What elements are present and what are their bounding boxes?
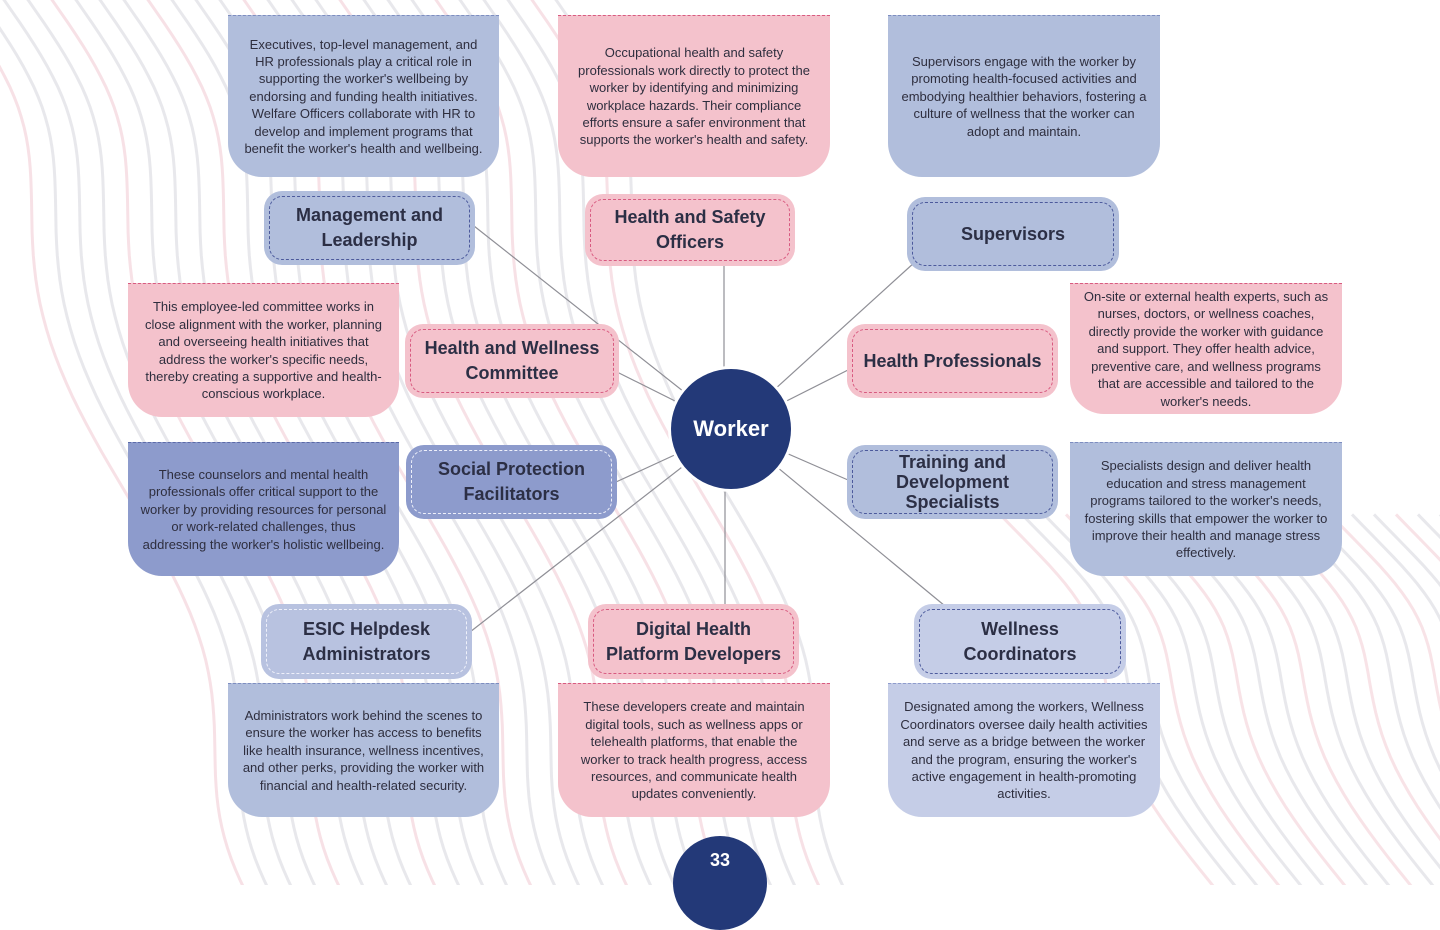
wave-line-right — [1174, 513, 1391, 885]
wave-line-right — [1284, 513, 1440, 810]
health-professionals-description: On-site or external health experts, such… — [1070, 283, 1342, 414]
wave-line-right — [1240, 513, 1440, 870]
esic-description: Administrators work behind the scenes to… — [228, 683, 499, 817]
role-supervisors: Supervisors — [907, 197, 1119, 271]
wave-line-right — [1350, 513, 1440, 623]
wave-line-right — [1328, 513, 1440, 712]
committee-description: This employee-led committee works in clo… — [128, 283, 399, 417]
wellness-description: Designated among the workers, Wellness C… — [888, 683, 1160, 817]
supervisors-description: Supervisors engage with the worker by pr… — [888, 15, 1160, 177]
page-number: 33 — [673, 836, 767, 930]
role-esic-helpdesk-administrators: ESIC Helpdesk Administrators — [261, 604, 472, 679]
health-safety-description: Occupational health and safety professio… — [558, 15, 830, 177]
role-wellness-coordinators: Wellness Coordinators — [914, 604, 1126, 679]
management-description: Executives, top-level management, and HR… — [228, 15, 499, 177]
wave-line-right — [1306, 513, 1440, 773]
role-training-and-development-specialists: Training and Development Specialists — [847, 445, 1058, 519]
wave-line-right — [1372, 513, 1440, 588]
wave-line-right — [1086, 513, 1303, 885]
role-management-and-leadership: Management and Leadership — [264, 191, 475, 265]
wave-line-right — [1218, 513, 1435, 885]
wave-line-right — [1130, 513, 1347, 885]
training-description: Specialists design and deliver health ed… — [1070, 442, 1342, 576]
worker-center-circle: Worker — [671, 369, 791, 489]
digital-description: These developers create and maintain dig… — [558, 683, 830, 817]
social-protection-description: These counselors and mental health profe… — [128, 442, 399, 576]
wave-line-right — [1064, 513, 1281, 885]
wave-line-right — [1262, 513, 1440, 842]
wave-line-right — [1196, 513, 1413, 885]
wave-line-right — [1108, 513, 1325, 885]
role-health-professionals: Health Professionals — [847, 324, 1058, 398]
wave-line-right — [1152, 513, 1369, 885]
wave-line-left — [0, 64, 245, 885]
role-social-protection-facilitators: Social Protection Facilitators — [406, 445, 617, 519]
role-health-and-safety-officers: Health and Safety Officers — [585, 194, 795, 266]
role-health-and-wellness-committee: Health and Wellness Committee — [405, 324, 619, 398]
role-digital-health-platform-developers: Digital Health Platform Developers — [588, 604, 799, 679]
